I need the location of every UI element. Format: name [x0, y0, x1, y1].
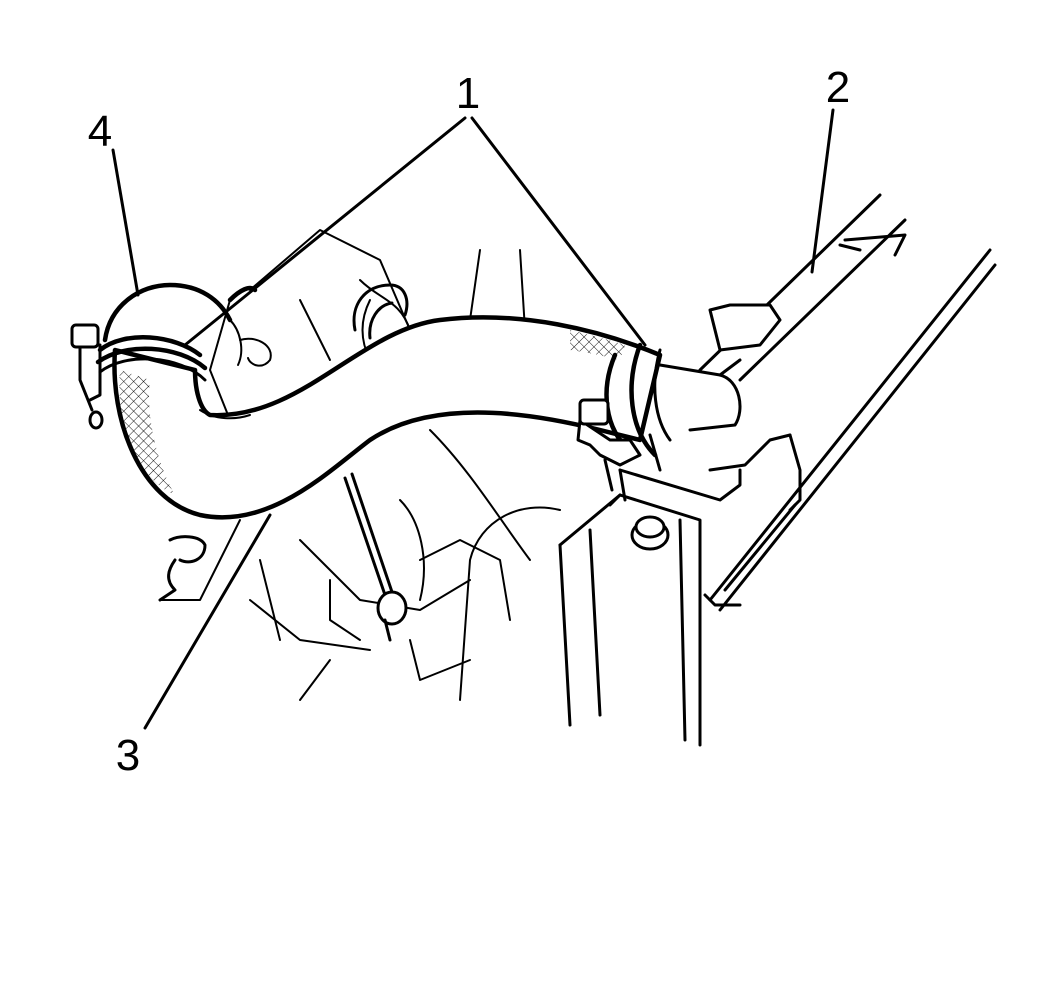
bracket — [558, 433, 742, 747]
leader-3 — [143, 513, 272, 730]
callout-4: 4 — [88, 107, 112, 156]
radiator-outlet — [658, 358, 742, 432]
leader-1-left — [183, 116, 467, 347]
upper-tube — [352, 283, 409, 340]
engine-background — [159, 229, 561, 701]
callout-labels: 1 2 3 4 — [88, 63, 850, 780]
hose-clamp-right — [576, 342, 672, 492]
leader-1-right — [470, 116, 647, 347]
hose-clamp-left — [70, 323, 208, 430]
main-hose — [112, 315, 663, 520]
leader-4 — [111, 148, 140, 297]
leader-lines — [111, 108, 835, 730]
callout-1: 1 — [456, 69, 480, 118]
left-fitting — [158, 535, 207, 602]
callout-3: 3 — [116, 731, 140, 780]
leader-2 — [810, 108, 835, 274]
rod — [343, 472, 408, 642]
radiator — [698, 193, 997, 612]
callout-2: 2 — [826, 63, 850, 112]
